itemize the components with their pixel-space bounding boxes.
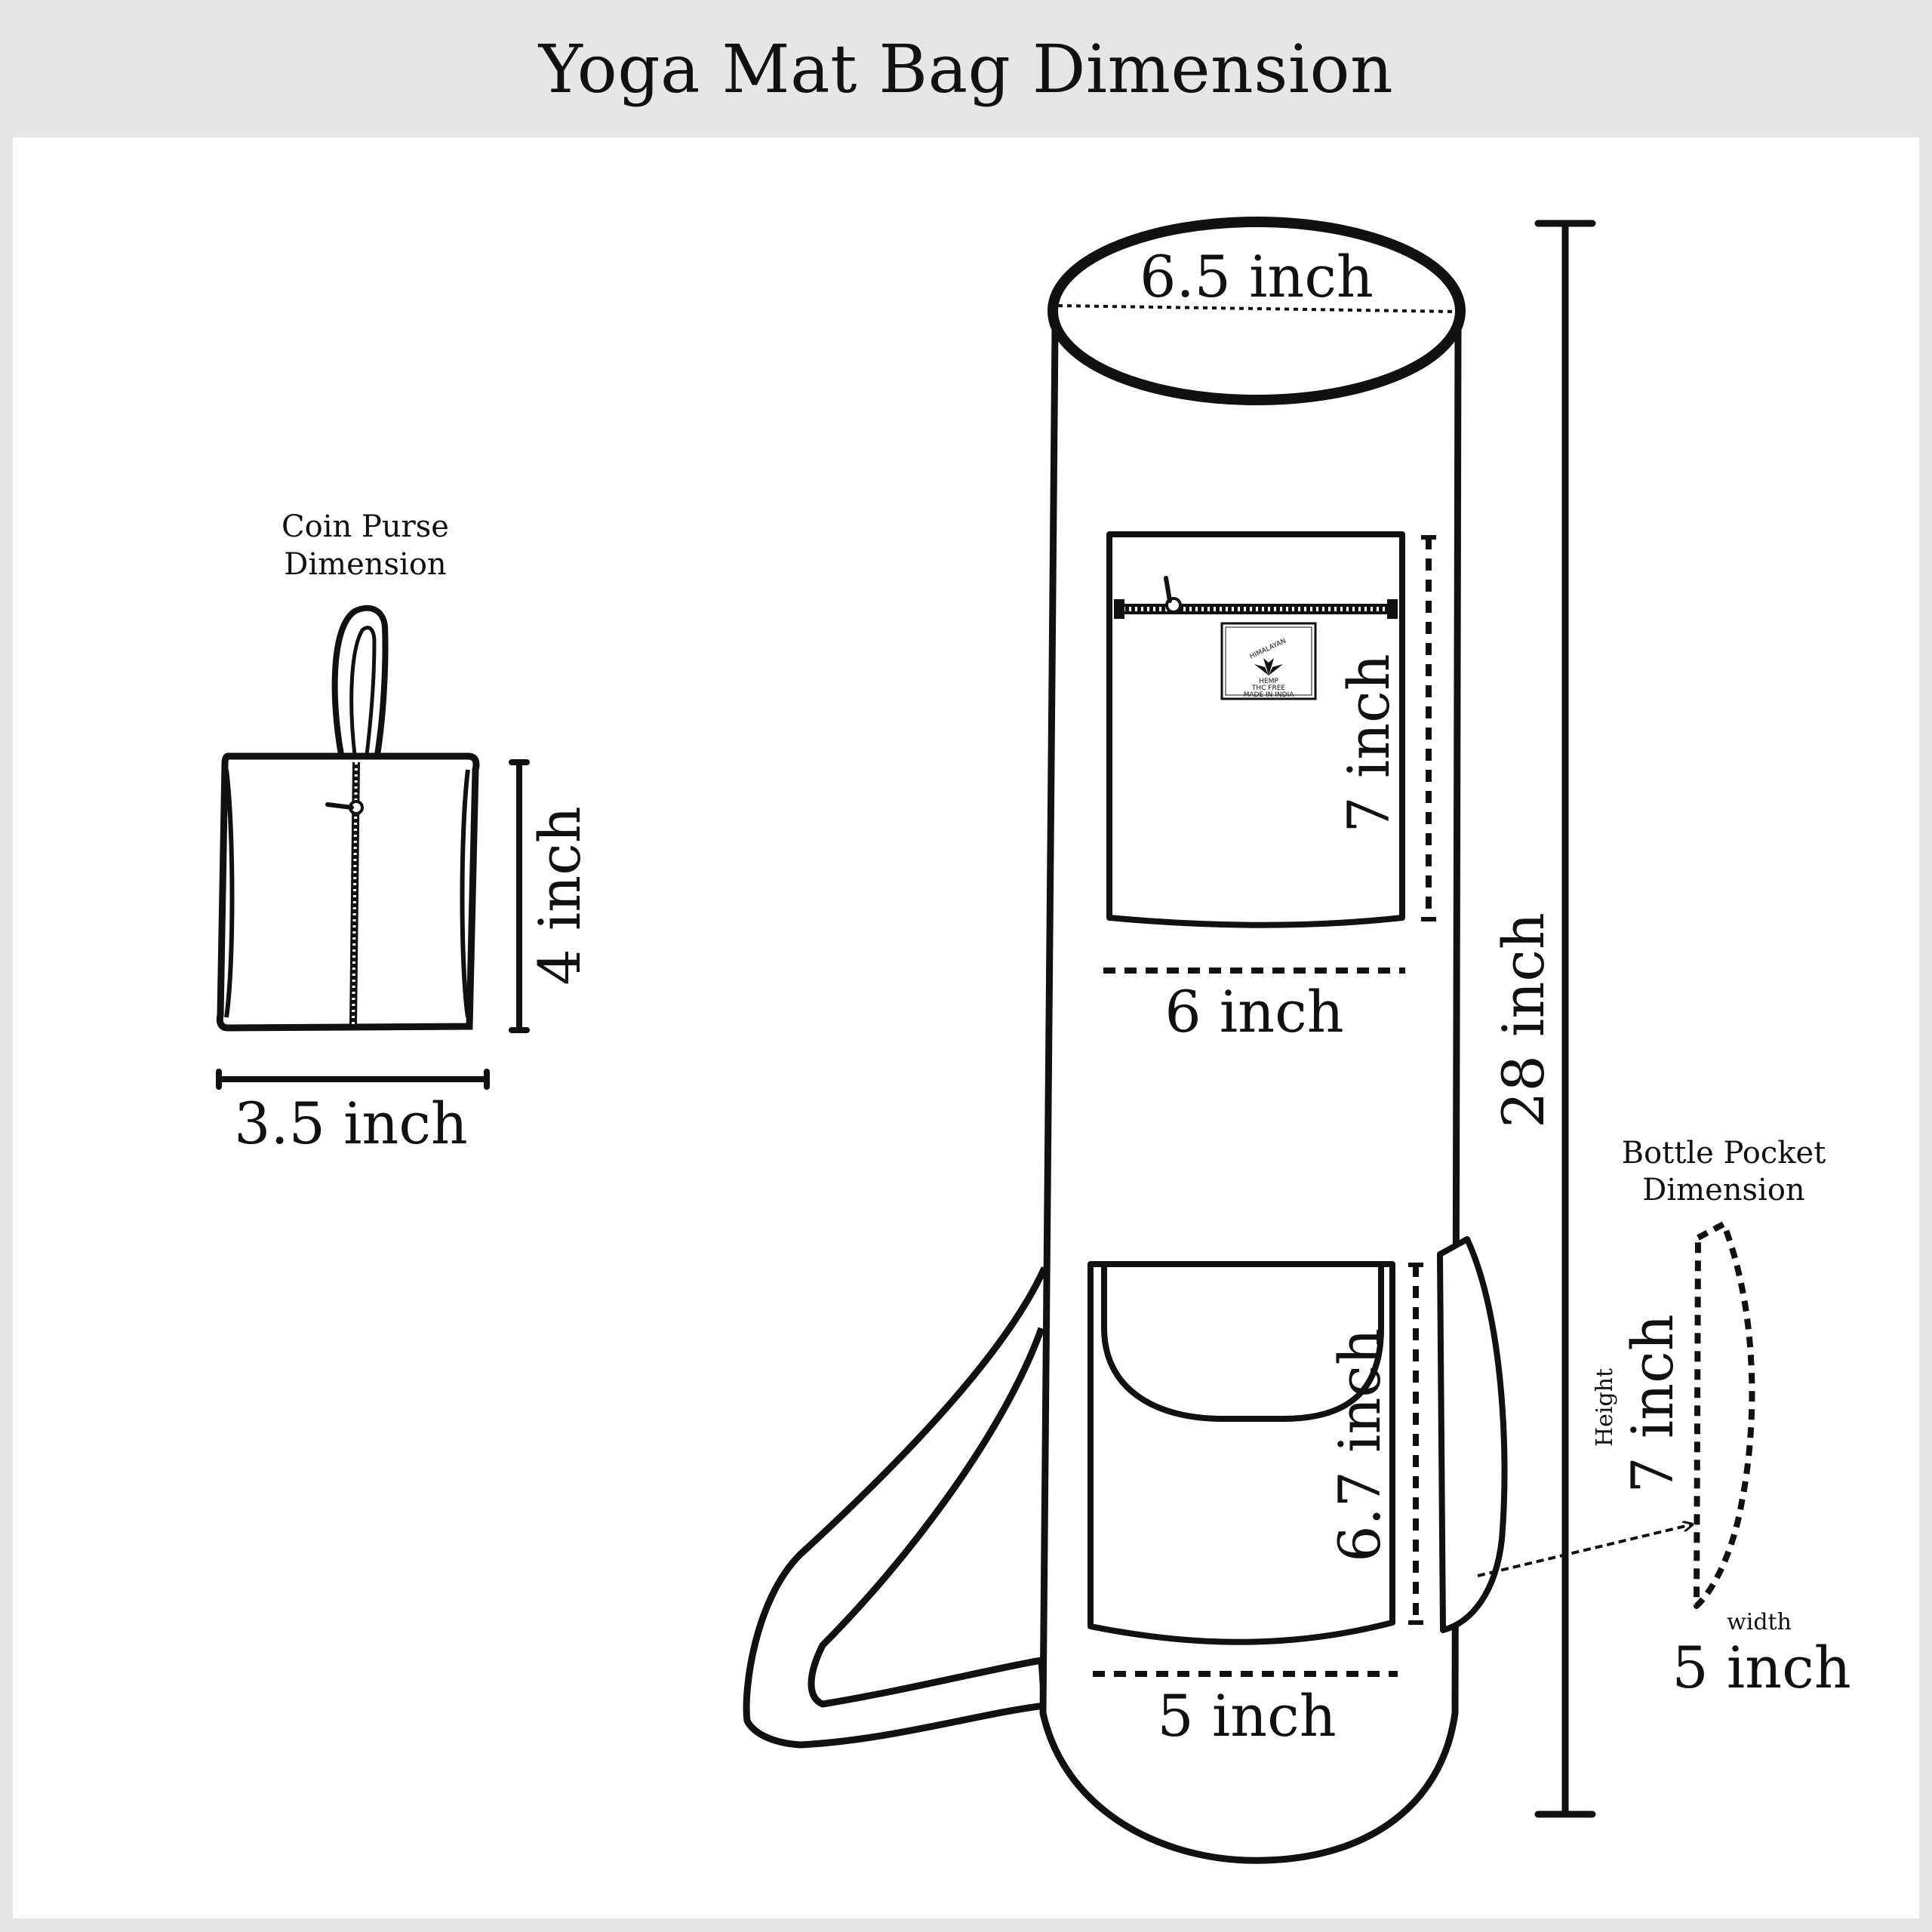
lower-pocket-height-label: 6.7 inch (1326, 1328, 1393, 1562)
yoga-mat-bag-group: 6.5 inch HIMALAYAN HEMP THC FREE MADE IN… (743, 217, 1596, 1864)
hemp-leaf-icon (1254, 658, 1283, 675)
bottle-pocket-width-label: 5 inch (1672, 1634, 1850, 1701)
coin-purse-width-label: 3.5 inch (234, 1090, 468, 1157)
coin-purse-caption-line1: Coin Purse (281, 509, 449, 544)
coin-purse-group: Coin Purse Dimension 4 inch 3.5 inch (216, 509, 593, 1157)
lower-pocket-width-label: 5 inch (1157, 1682, 1336, 1749)
coin-purse-body (216, 752, 480, 1032)
upper-pocket-width-label: 6 inch (1164, 978, 1343, 1045)
bottle-pocket-width-caption: width (1727, 1609, 1792, 1635)
page-title: Yoga Mat Bag Dimension (538, 29, 1394, 108)
bag-top-opening (1048, 217, 1466, 405)
brand-logo-tag: HIMALAYAN HEMP THC FREE MADE IN INDIA (1220, 622, 1317, 700)
upper-pocket-height-label: 7 inch (1335, 654, 1402, 832)
logo-line3: THC FREE (1251, 685, 1286, 692)
bottle-pocket-outline (1694, 1221, 1755, 1609)
logo-line2: HEMP (1259, 678, 1278, 685)
top-diameter-label: 6.5 inch (1140, 243, 1374, 310)
side-bottle-pocket (1437, 1236, 1508, 1633)
bottle-pocket-height-label: 7 inch (1619, 1314, 1686, 1493)
shoulder-strap (743, 1266, 1048, 1749)
upper-pocket (1106, 531, 1405, 928)
lower-pocket-flap (1101, 1266, 1384, 1422)
bottle-pocket-height-caption: Height (1592, 1368, 1618, 1447)
bottle-pocket-caption-line1: Bottle Pocket (1622, 1136, 1826, 1171)
bottle-pocket-caption-line2: Dimension (1642, 1173, 1804, 1208)
title-bar: Yoga Mat Bag Dimension (0, 0, 1932, 137)
top-diameter-dashed-line (1057, 304, 1459, 313)
coin-purse-strap (331, 605, 389, 755)
coin-purse-height-label: 4 inch (526, 806, 593, 985)
callout-arrow (1477, 1524, 1692, 1577)
lower-pocket (1088, 1261, 1395, 1645)
logo-line4: MADE IN INDIA (1244, 691, 1295, 699)
coin-purse-caption-line2: Dimension (284, 547, 446, 582)
upper-pocket-zipper (1123, 604, 1395, 614)
total-height-label: 28 inch (1490, 912, 1557, 1128)
bottle-pocket-group: Bottle Pocket Dimension Height 7 inch wi… (1477, 1136, 1851, 1701)
